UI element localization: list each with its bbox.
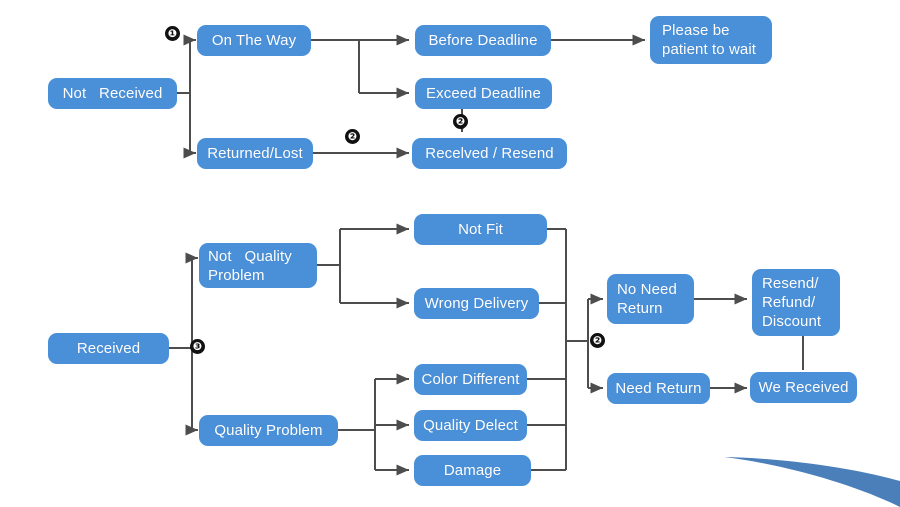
node-exceed-deadline[interactable]: Exceed Deadline <box>415 78 552 109</box>
node-need-return[interactable]: Need Return <box>607 373 710 404</box>
node-we-received[interactable]: We Received <box>750 372 857 403</box>
node-please-be-patient[interactable]: Please be patient to wait <box>650 16 772 64</box>
badge-step-2-returned: ❷ <box>345 129 360 144</box>
node-not-fit[interactable]: Not Fit <box>414 214 547 245</box>
decorative-swoosh <box>724 457 900 507</box>
node-no-need-return[interactable]: No Need Return <box>607 274 694 324</box>
node-quality-problem[interactable]: Quality Problem <box>199 415 338 446</box>
badge-step-3: ❸ <box>190 339 205 354</box>
node-not-quality-problem[interactable]: Not Quality Problem <box>199 243 317 288</box>
node-quality-delect[interactable]: Quality Delect <box>414 410 527 441</box>
badge-step-1: ❶ <box>165 26 180 41</box>
node-damage[interactable]: Damage <box>414 455 531 486</box>
badge-step-2-exceed: ❷ <box>453 114 468 129</box>
node-wrong-delivery[interactable]: Wrong Delivery <box>414 288 539 319</box>
node-color-different[interactable]: Color Different <box>414 364 527 395</box>
badge-step-2-return: ❷ <box>590 333 605 348</box>
node-received-resend[interactable]: Recelved / Resend <box>412 138 567 169</box>
node-on-the-way[interactable]: On The Way <box>197 25 311 56</box>
node-not-received[interactable]: Not Received <box>48 78 177 109</box>
node-resend-refund-discount[interactable]: Resend/ Refund/ Discount <box>752 269 840 336</box>
node-received[interactable]: Received <box>48 333 169 364</box>
node-before-deadline[interactable]: Before Deadline <box>415 25 551 56</box>
node-returned-lost[interactable]: Returned/Lost <box>197 138 313 169</box>
